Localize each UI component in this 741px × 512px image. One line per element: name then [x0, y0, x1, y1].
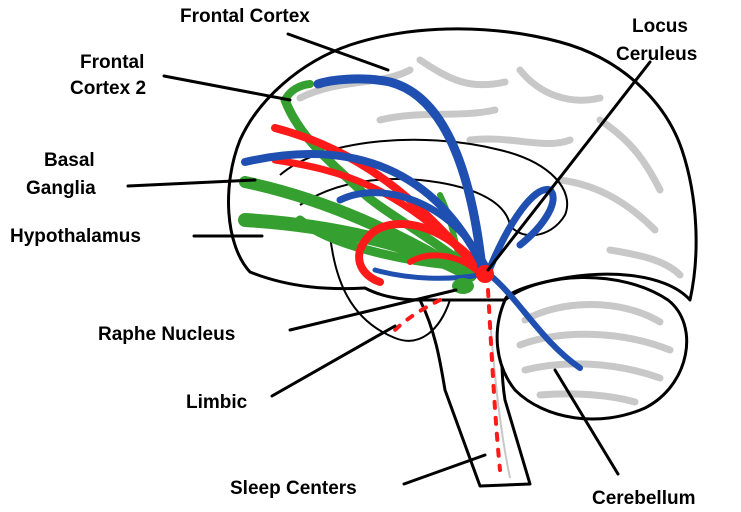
label-cerebellum: Cerebellum [592, 488, 695, 509]
label-hypothalamus: Hypothalamus [10, 226, 141, 247]
label-sleep-centers: Sleep Centers [230, 478, 357, 499]
label-locus-ceruleus-line2: Ceruleus [616, 44, 697, 65]
label-limbic: Limbic [186, 392, 248, 413]
label-frontal-cortex: Frontal Cortex [180, 6, 310, 27]
label-basal-ganglia-line2: Ganglia [26, 178, 96, 199]
pointer-limbic [272, 326, 395, 396]
label-locus-ceruleus-line1: Locus [632, 16, 688, 37]
label-raphe-nucleus: Raphe Nucleus [98, 324, 235, 345]
label-frontal-cortex-2-line1: Frontal [80, 52, 144, 73]
pointer-frontal-cortex-2 [164, 76, 290, 100]
label-basal-ganglia-line1: Basal [44, 150, 95, 171]
label-frontal-cortex-2-line2: Cortex 2 [70, 78, 146, 99]
